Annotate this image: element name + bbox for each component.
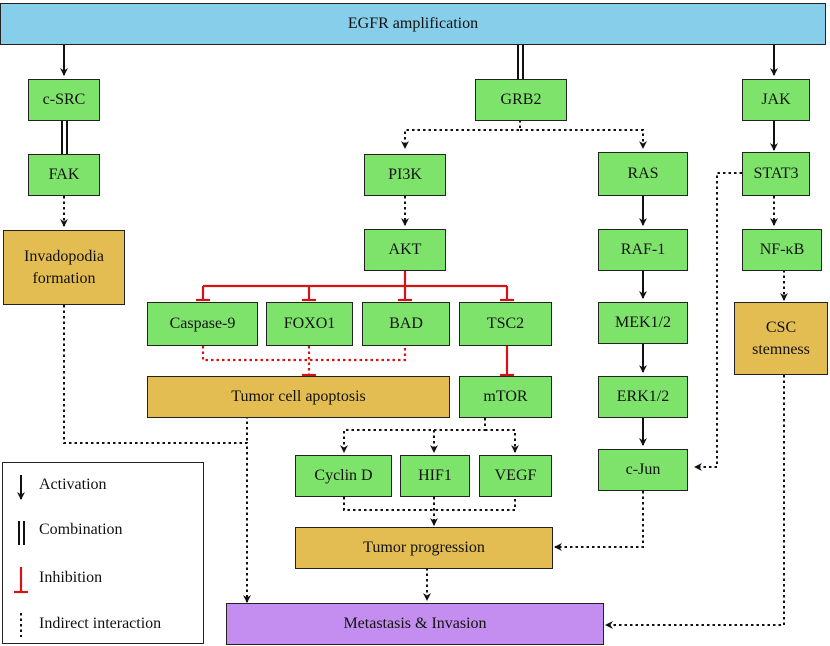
csrc-node: c-SRC xyxy=(28,79,100,121)
stat3-label: STAT3 xyxy=(753,165,799,183)
mtor-label: mTOR xyxy=(483,388,528,406)
akt-node: AKT xyxy=(364,229,446,271)
edge-targets-progression xyxy=(343,497,516,511)
edge-mtor-targets xyxy=(340,418,486,453)
ras-label: RAS xyxy=(627,165,659,183)
pi3k-label: PI3K xyxy=(388,166,422,184)
invadopodia-label-2: formation xyxy=(32,269,96,287)
pi3k-node: PI3K xyxy=(364,154,446,196)
fak-label: FAK xyxy=(48,166,80,184)
caspase9-node: Caspase-9 xyxy=(147,302,258,346)
tsc2-label: TSC2 xyxy=(486,315,525,333)
egfr-amplification-node: EGFR amplification xyxy=(0,3,826,45)
metastasis-label: Metastasis & Invasion xyxy=(343,615,487,633)
edge-akt-inhibitions xyxy=(203,270,507,288)
legend-inhibition: Inhibition xyxy=(39,569,103,586)
grb2-node: GRB2 xyxy=(475,79,567,121)
stat3-node: STAT3 xyxy=(742,152,810,196)
tsc2-node: TSC2 xyxy=(459,302,552,346)
vegf-node: VEGF xyxy=(479,455,552,497)
ras-node: RAS xyxy=(598,152,688,196)
edge-grb2-pi3k-ras xyxy=(401,120,521,149)
edge-cjun-progression xyxy=(554,491,644,551)
invadopodia-node: Invadopodia formation xyxy=(3,230,125,305)
apoptosis-label: Tumor cell apoptosis xyxy=(231,388,366,406)
mtor-node: mTOR xyxy=(459,376,552,418)
cjun-label: c-Jun xyxy=(625,461,661,479)
erk12-label: ERK1/2 xyxy=(616,388,670,406)
erk12-node: ERK1/2 xyxy=(598,376,688,418)
invadopodia-label-1: Invadopodia xyxy=(24,247,104,265)
tumor-progression-node: Tumor progression xyxy=(295,527,553,569)
cjun-node: c-Jun xyxy=(598,449,688,491)
akt-label: AKT xyxy=(388,241,422,259)
raf1-node: RAF-1 xyxy=(598,229,688,271)
mek12-label: MEK1/2 xyxy=(615,314,671,332)
grb2-label: GRB2 xyxy=(500,91,542,109)
legend: Activation Combination Inhibition Indire… xyxy=(2,462,204,644)
progression-label: Tumor progression xyxy=(363,539,485,557)
nfkb-label: NF-κB xyxy=(759,241,805,259)
jak-node: JAK xyxy=(742,79,810,121)
legend-symbols xyxy=(14,475,28,637)
mek12-node: MEK1/2 xyxy=(598,302,688,344)
jak-label: JAK xyxy=(761,91,791,109)
nfkb-node: NF-κB xyxy=(742,229,822,271)
hif1-node: HIF1 xyxy=(400,455,470,497)
bad-node: BAD xyxy=(362,302,450,346)
bad-label: BAD xyxy=(389,315,423,333)
foxo1-node: FOXO1 xyxy=(266,302,353,346)
metastasis-invasion-node: Metastasis & Invasion xyxy=(226,603,604,645)
edge-stat3-cjun xyxy=(694,172,742,471)
cyclind-node: Cyclin D xyxy=(295,455,392,497)
cyclind-label: Cyclin D xyxy=(314,467,373,485)
egfr-amplification-label: EGFR amplification xyxy=(347,15,479,33)
legend-combination: Combination xyxy=(39,521,123,538)
vegf-label: VEGF xyxy=(494,467,537,485)
raf1-label: RAF-1 xyxy=(620,241,666,259)
edge-proteins-apoptosis xyxy=(201,346,407,374)
fak-node: FAK xyxy=(28,154,100,196)
edge-csc-metastasis xyxy=(605,375,785,629)
caspase9-label: Caspase-9 xyxy=(169,315,236,333)
legend-indirect: Indirect interaction xyxy=(39,615,162,632)
csc-stemness-node: CSC stemness xyxy=(734,302,828,375)
tumor-cell-apoptosis-node: Tumor cell apoptosis xyxy=(147,376,450,418)
csc-label-1: CSC xyxy=(765,318,797,336)
csrc-label: c-SRC xyxy=(42,91,86,109)
legend-activation: Activation xyxy=(39,476,107,493)
csc-label-2: stemness xyxy=(752,340,810,358)
hif1-label: HIF1 xyxy=(418,467,452,485)
foxo1-label: FOXO1 xyxy=(283,315,336,333)
